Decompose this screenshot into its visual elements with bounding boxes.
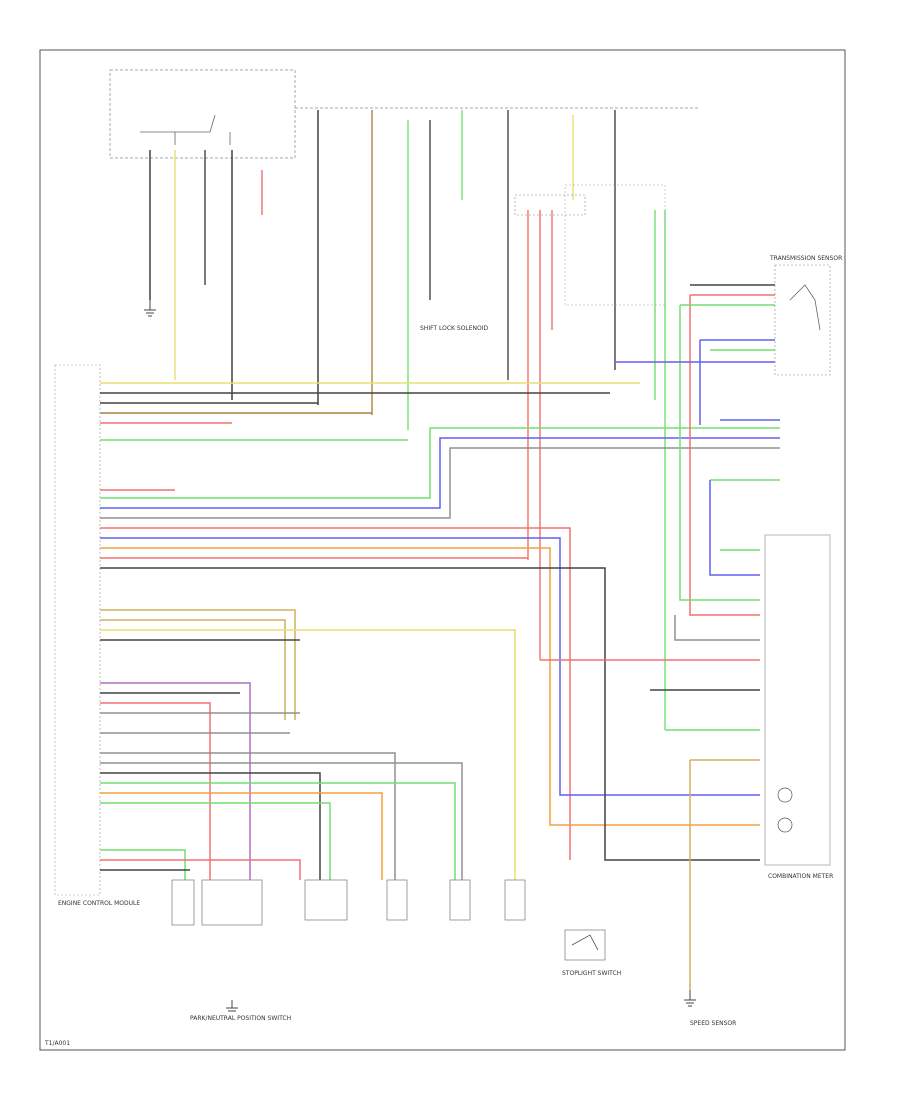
engine-module-label: ENGINE CONTROL MODULE (58, 900, 140, 907)
combination-meter-label: COMBINATION METER (768, 873, 833, 880)
relay-switch-icon (140, 114, 231, 145)
vertical-feeds (149, 110, 666, 730)
speed-sensor-label: SPEED SENSOR (690, 1020, 736, 1027)
shift-lock-label: SHIFT LOCK SOLENOID (420, 325, 489, 332)
ground-icon (144, 300, 696, 1012)
engine-control-module (54, 364, 101, 896)
speed-sensor (564, 184, 666, 306)
park-neutral-label: PARK/NEUTRAL POSITION SWITCH (190, 1015, 291, 1022)
transmission-sensor (774, 264, 831, 376)
gauge-icon (777, 787, 793, 803)
horizontal-harness (100, 382, 780, 880)
stoplight-switch-icon (571, 934, 599, 951)
right-harness (540, 284, 780, 990)
bottom-connectors (171, 879, 606, 961)
sensor-switch-icon (789, 284, 821, 331)
transmission-sensor-label: TRANSMISSION SENSOR (769, 255, 842, 262)
fuse-box (109, 69, 296, 159)
brake-switch (514, 194, 586, 216)
combination-meter (764, 534, 831, 866)
stoplight-switch-label: STOPLIGHT SWITCH (562, 970, 621, 977)
outer-frame (39, 49, 846, 1051)
footer-code: T1/A001 (44, 1040, 70, 1047)
gauge-icon (777, 817, 793, 833)
